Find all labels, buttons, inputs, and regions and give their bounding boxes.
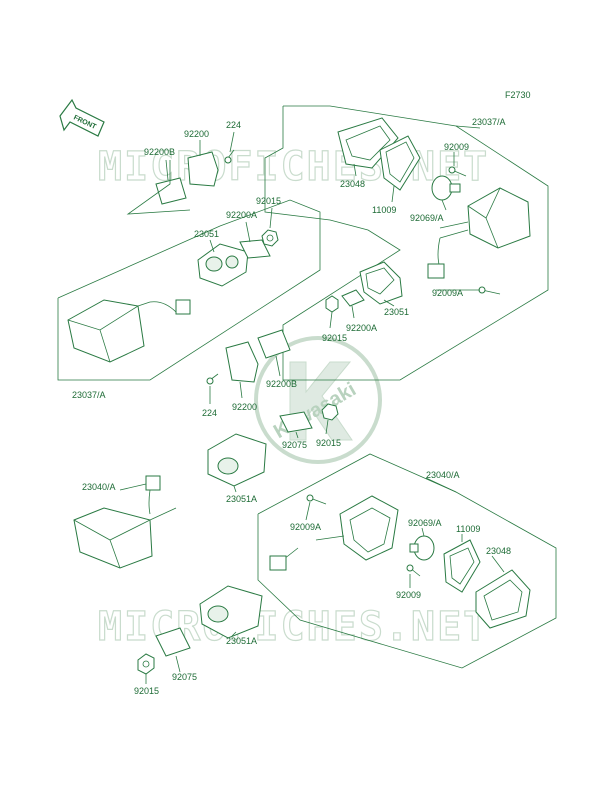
part-23051-upper-right xyxy=(359,261,403,305)
part-92200-center xyxy=(225,341,259,383)
part-23040a-left xyxy=(73,475,177,569)
label-92009a-top: 92009A xyxy=(432,288,463,298)
part-92075-lower xyxy=(155,627,191,657)
part-23051a-center xyxy=(207,433,267,487)
label-92200b-center: 92200B xyxy=(266,379,297,389)
label-92200a-right: 92200A xyxy=(346,323,377,333)
label-92200b-top: 92200B xyxy=(144,147,175,157)
label-92009-top: 92009 xyxy=(444,142,469,152)
part-11009-upper xyxy=(379,135,421,191)
part-23037a-left xyxy=(67,299,191,363)
part-92009-lower xyxy=(406,564,421,577)
box-lower-right xyxy=(257,453,557,669)
label-92200a-top: 92200A xyxy=(226,210,257,220)
watermark-bottom: MICROFICHES.NET xyxy=(98,604,489,650)
label-11009-top: 11009 xyxy=(372,205,396,215)
label-23051a-lower: 23051A xyxy=(226,636,257,646)
label-23040a-left: 23040/A xyxy=(82,482,116,492)
part-224-top xyxy=(224,149,235,164)
part-23051a-lower xyxy=(199,585,263,639)
box-upper-right xyxy=(264,105,549,381)
label-92069a-lower: 92069/A xyxy=(408,518,442,528)
label-11009-lower: 11009 xyxy=(456,524,480,534)
label-23048-top: 23048 xyxy=(340,179,365,189)
label-92009-lower: 92009 xyxy=(396,590,421,600)
leader-lines xyxy=(119,125,505,684)
label-224-center: 224 xyxy=(202,408,217,418)
label-23048-lower: 23048 xyxy=(486,546,511,556)
label-92015-lower: 92015 xyxy=(134,686,159,696)
part-23040a-right xyxy=(269,495,399,571)
leader-92200b-top xyxy=(126,160,191,215)
part-92009a-lower xyxy=(306,494,327,505)
part-92015-lower xyxy=(137,653,155,675)
label-92200-center: 92200 xyxy=(232,402,257,412)
label-92200-top: 92200 xyxy=(184,129,209,139)
label-23051a-center: 23051A xyxy=(226,494,257,504)
label-23040a-right: 23040/A xyxy=(426,470,460,480)
label-92015-center: 92015 xyxy=(316,438,341,448)
part-23048-lower xyxy=(475,569,531,629)
part-23037a-right xyxy=(427,187,531,279)
part-92069a-lower xyxy=(409,535,435,561)
part-92015-right xyxy=(325,295,339,313)
part-92009-upper xyxy=(448,166,467,177)
part-92200a-right xyxy=(341,289,365,307)
label-23051-right: 23051 xyxy=(384,307,409,317)
part-224-center xyxy=(206,373,219,385)
label-23051-left: 23051 xyxy=(194,229,219,239)
label-92015-top: 92015 xyxy=(256,196,281,206)
part-92075-center xyxy=(279,411,313,433)
part-23051-upper-left xyxy=(197,243,249,287)
label-92075-lower: 92075 xyxy=(172,672,197,682)
part-92200b-center xyxy=(257,329,291,359)
part-11009-lower xyxy=(443,539,481,593)
label-23037a-left: 23037/A xyxy=(72,390,106,400)
front-arrow-icon: FRONT xyxy=(59,98,105,137)
label-92015-right: 92015 xyxy=(322,333,347,343)
part-92009a-upper xyxy=(478,286,501,295)
part-92200a-left xyxy=(239,239,271,259)
figure-code: F2730 xyxy=(505,90,531,100)
label-92069a-top: 92069/A xyxy=(410,213,444,223)
part-labels: 224 92200 92200B 92015 92200A 23051 2303… xyxy=(72,117,511,696)
label-23037a-right: 23037/A xyxy=(472,117,506,127)
part-92200b-top xyxy=(155,177,187,205)
label-92009a-lower: 92009A xyxy=(290,522,321,532)
label-92075-center: 92075 xyxy=(282,440,307,450)
box-upper-left xyxy=(57,199,321,381)
part-92015-left xyxy=(261,229,279,247)
part-92200-top xyxy=(187,151,219,187)
label-224-top: 224 xyxy=(226,120,241,130)
part-92015-center xyxy=(321,403,339,421)
